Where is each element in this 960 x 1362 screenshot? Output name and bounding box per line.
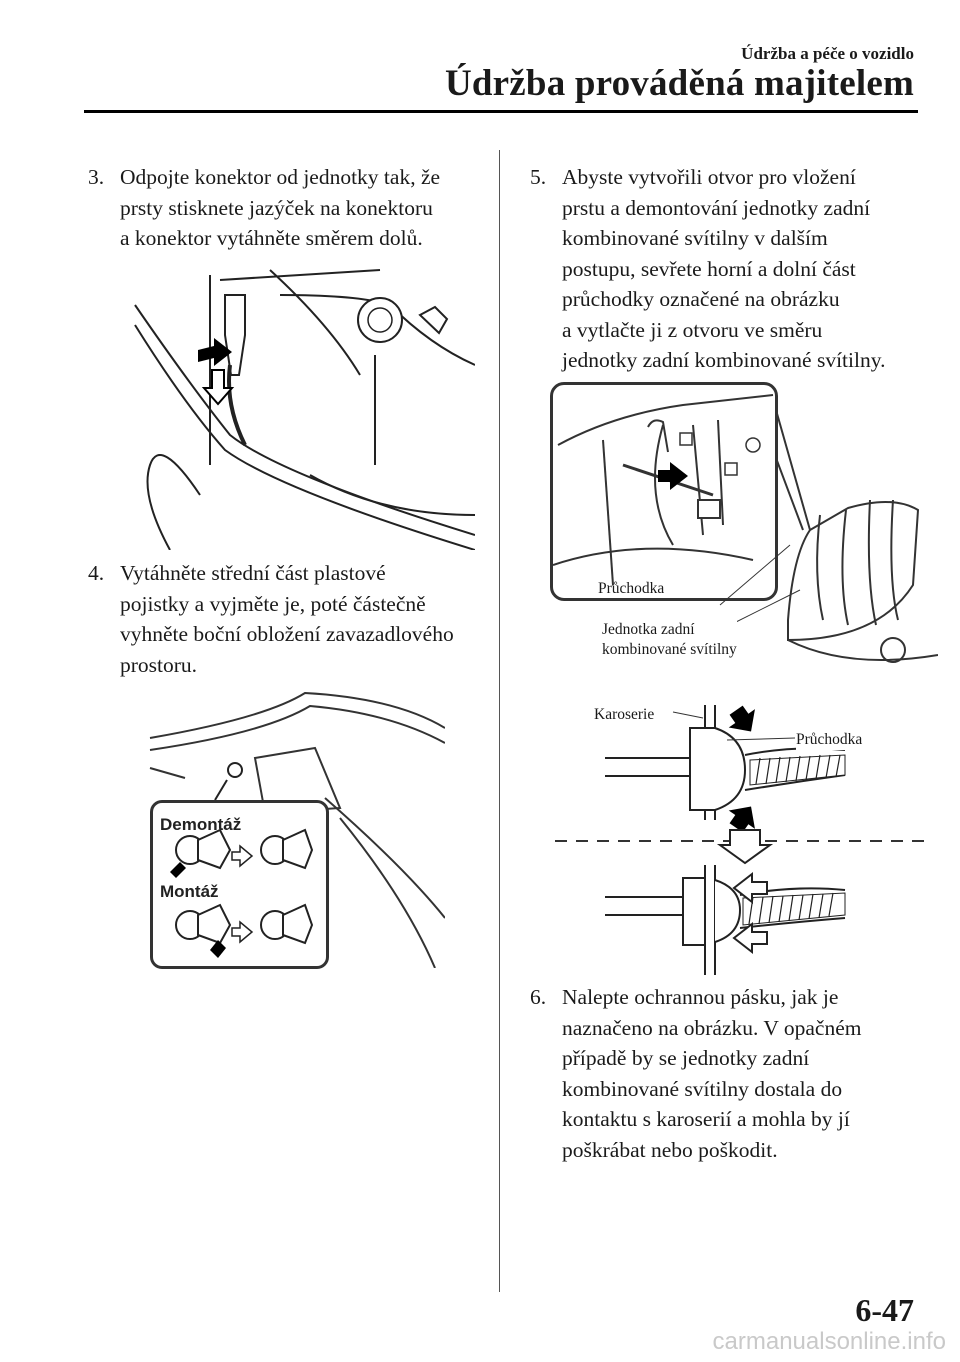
- step-text: Vytáhněte střední část plastové pojistky…: [120, 561, 454, 677]
- connector-figure: [134, 269, 475, 550]
- clip-inset-drawing: [170, 828, 314, 958]
- section-grommet-label: Průchodka: [796, 730, 863, 750]
- step-text: Nalepte ochrannou pásku, jak je naznačen…: [562, 985, 862, 1162]
- section-title: Údržba a péče o vozidlo: [741, 44, 914, 63]
- watermark: carmanualsonline.info: [712, 1328, 946, 1355]
- step-number: 5.: [530, 165, 547, 189]
- step-text: Odpojte konektor od jednotky tak, že prs…: [120, 165, 441, 250]
- remove-label: Demontáž: [160, 815, 242, 834]
- clip-figure: [149, 691, 445, 968]
- grommet-section-figure: [555, 705, 925, 975]
- step-number: 6.: [530, 985, 547, 1009]
- grommet-figure: [757, 409, 938, 663]
- grommet-inset: [550, 382, 778, 601]
- page-number: 6-47: [855, 1292, 914, 1328]
- column-divider: [499, 150, 500, 1292]
- step-text: Abyste vytvořili otvor pro vložení prstu…: [562, 165, 886, 372]
- grommet-inset-drawing: [553, 394, 774, 586]
- rear-lamp-unit-label: Jednotka zadní kombinované svítilny: [602, 620, 737, 660]
- step-number: 3.: [88, 165, 105, 189]
- step-5: 5. Abyste vytvořili otvor pro vložení pr…: [530, 162, 930, 376]
- step-number: 4.: [88, 561, 105, 585]
- page-title: Údržba prováděná majitelem: [444, 63, 914, 104]
- inset-grommet-label: Průchodka: [598, 580, 665, 597]
- install-label: Montáž: [160, 882, 219, 901]
- step-3: 3. Odpojte konektor od jednotky tak, že …: [88, 162, 488, 254]
- step-6: 6. Nalepte ochrannou pásku, jak je nazna…: [530, 982, 930, 1165]
- body-label: Karoserie: [594, 705, 655, 725]
- step-4: 4. Vytáhněte střední část plastové pojis…: [88, 558, 488, 680]
- header-rule: [84, 110, 918, 113]
